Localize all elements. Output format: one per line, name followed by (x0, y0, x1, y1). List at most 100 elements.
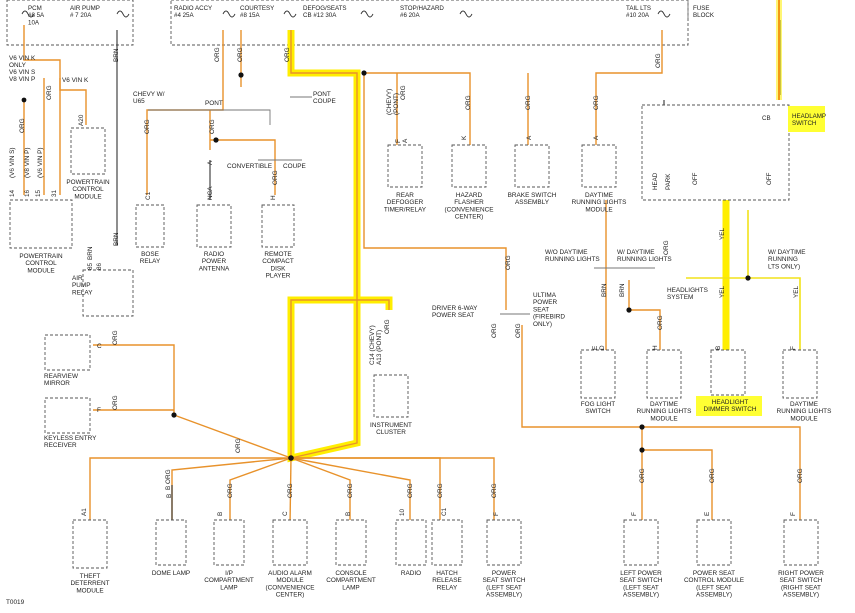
wire-label-26: ORG (639, 468, 646, 483)
wire-label-9: ORG (19, 118, 26, 133)
dome-lamp-pin: B (166, 494, 173, 498)
wire-label-35: YEL (719, 227, 726, 240)
wire-label-17: ORG (112, 330, 119, 345)
wire-label-11: ORG (209, 119, 216, 134)
wire-label-39: B ORG (165, 469, 172, 490)
hatch-relay-pin: C1 (441, 507, 448, 516)
dimmer-highlight (696, 396, 762, 416)
brake-switch-pin: A (526, 135, 533, 140)
wire-label-23: ORG (407, 483, 414, 498)
vin-k: V6 VIN K (62, 77, 89, 84)
wire-label-10: ORG (144, 119, 151, 134)
wire-label-18: ORG (112, 395, 119, 410)
wire-label-40: ORG (657, 315, 664, 330)
wire-label-2: ORG (284, 47, 291, 62)
hazard-flasher-pin: K (461, 135, 468, 140)
rear-defogger-pin: FA (395, 138, 409, 143)
keyless-receiver-pin: F (97, 407, 101, 414)
wire-label-22: ORG (347, 483, 354, 498)
drl-module-right-pin: F (790, 346, 797, 350)
drl-module-top-pin: A (593, 135, 600, 140)
head-label: HEAD (652, 172, 659, 190)
wire-label-4: ORG (465, 95, 472, 110)
air-pump-pin-0: 85 (87, 262, 94, 270)
cd-player-pin: H (270, 195, 277, 200)
wire-label-14: ORG (505, 255, 512, 270)
wire-label-5: ORG (525, 95, 532, 110)
wire-label-25: ORG (491, 483, 498, 498)
note-vin-s: (V6 VIN S) (9, 147, 16, 178)
fuse-radio-accy-label: RADIO ACCY#4 25A (174, 5, 212, 19)
ip-lamp-pin: B (217, 512, 224, 516)
wire-label-30: BRN (113, 48, 120, 62)
wire-label-1: ORG (237, 47, 244, 62)
wire-label-38: NCA (207, 186, 214, 200)
wire-label-3: ORG (400, 85, 407, 100)
radio-pin: 10 (399, 508, 406, 516)
radio-antenna-pin: A (207, 160, 214, 165)
wire-label-31: BRN (113, 232, 120, 246)
wire-label-28: ORG (797, 468, 804, 483)
wire-label-12: ORG (272, 170, 279, 185)
splices (21, 70, 751, 461)
wire-label-21: ORG (287, 483, 294, 498)
wire-label-13: ORG (384, 319, 391, 334)
note-chevy-u65: CHEVY W/U65 (133, 91, 165, 105)
fuse-air-pump-label: AIR PUMP# 7 20A (70, 5, 100, 19)
theft-module-pin: A1 (81, 508, 88, 516)
wire-label-19: ORG (235, 438, 242, 453)
power-seat-switch-pin: F (493, 512, 500, 516)
air-pump-pin-1: 86 (96, 262, 103, 270)
note-coupe: COUPE (283, 163, 306, 170)
powertrain-pin-2: 15 (35, 189, 42, 197)
wire-label-37: YEL (793, 285, 800, 298)
cb-label: CB (762, 115, 771, 122)
note-convertible: CONVERTIBLE (227, 163, 272, 170)
right-seat-switch-pin: F (790, 512, 797, 516)
dome-lamp-name: DOME LAMP (152, 570, 190, 577)
wire-label-27: ORG (709, 468, 716, 483)
wire-label-32: BRN (87, 246, 94, 260)
note-fig: T0019 (6, 599, 25, 606)
wire-label-0: ORG (214, 47, 221, 62)
fuse-stop-hazard-label: STOP/HAZARD#6 20A (400, 5, 444, 19)
radio-name: RADIO (401, 570, 421, 577)
bracket-lines (148, 96, 655, 315)
fuse-symbols (21, 10, 671, 18)
console-lamp-pin: B (345, 512, 352, 516)
wire-label-36: YEL (719, 285, 726, 298)
note-c14-a13: C14 (CHEVY)A13 (PONT) (369, 325, 383, 365)
powertrain-pin-1: 16 (24, 189, 31, 197)
powertrain-pin-3: 31 (51, 189, 58, 197)
yel-wires (686, 210, 801, 350)
